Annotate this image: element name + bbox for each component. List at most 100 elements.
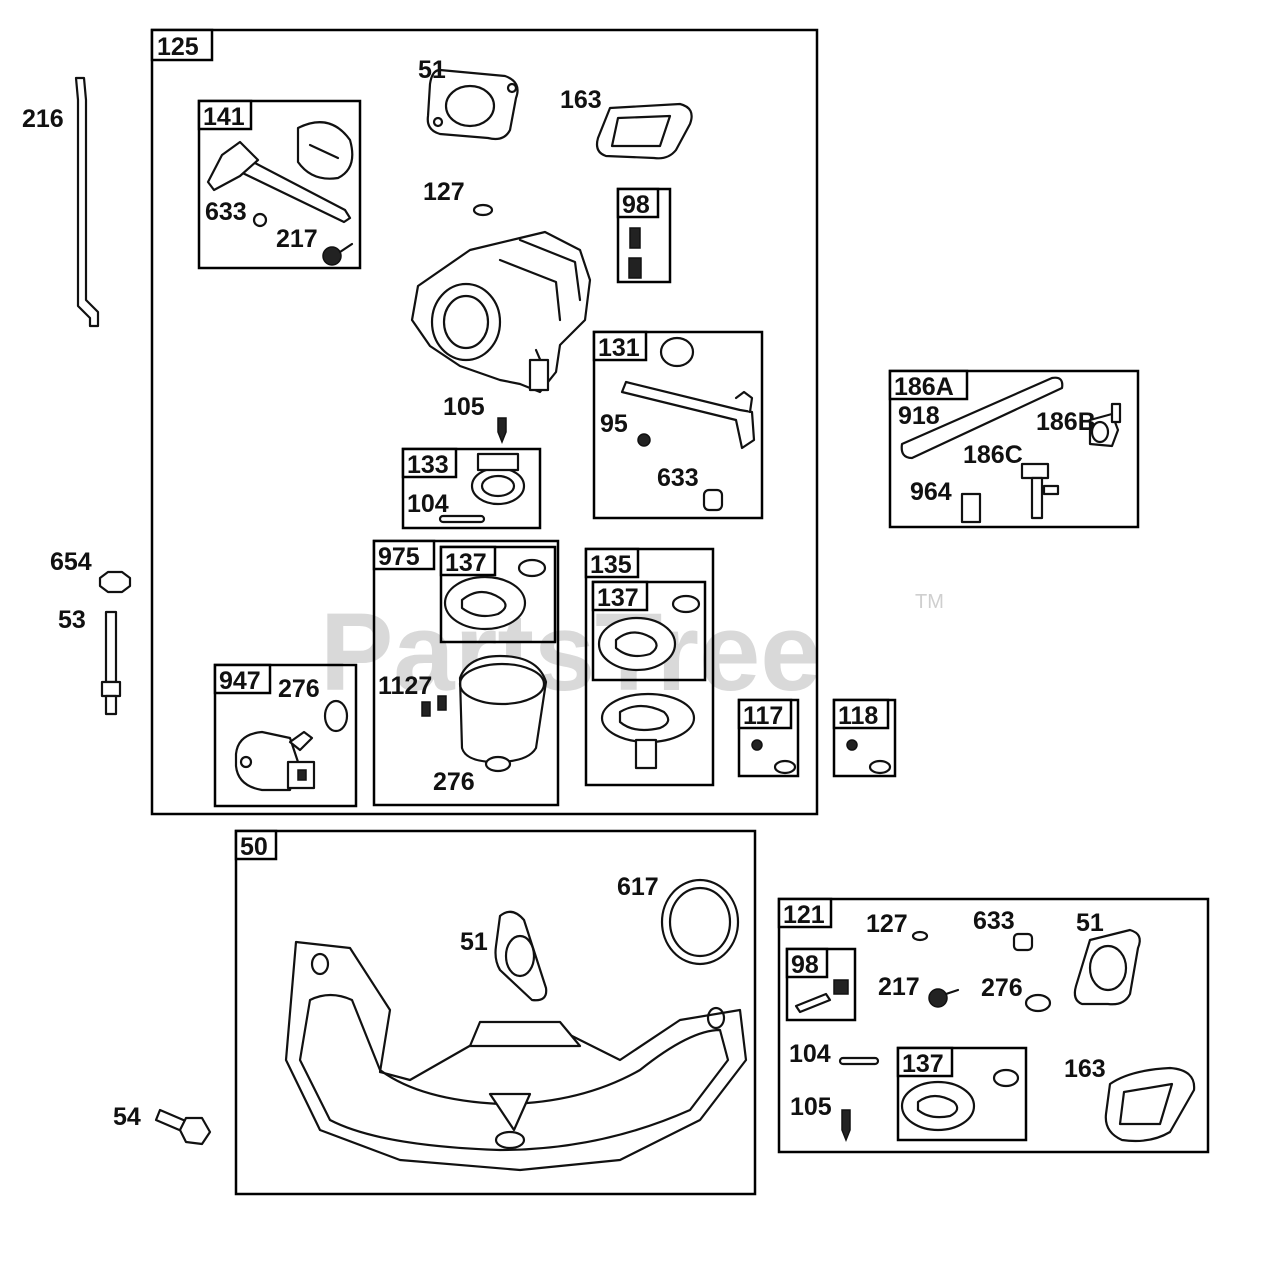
callout-276-c[interactable]: 276 (981, 974, 1023, 1002)
kit-label-117[interactable]: 117 (743, 702, 783, 730)
fuel-valve-186B-part[interactable] (1088, 402, 1122, 448)
callout-1127[interactable]: 1127 (378, 672, 432, 700)
callout-217-a[interactable]: 217 (276, 225, 318, 253)
kit-label-133[interactable]: 133 (407, 451, 449, 479)
callout-51-b[interactable]: 51 (460, 928, 488, 956)
carburetor-body-part[interactable] (410, 230, 592, 394)
kit-label-975[interactable]: 975 (378, 543, 420, 571)
callout-127-a[interactable]: 127 (423, 178, 465, 206)
gasket-137-b-part[interactable] (597, 616, 677, 672)
stud-53-part[interactable] (100, 610, 122, 716)
throttle-shaft-part[interactable] (206, 121, 354, 224)
gasket-163-part[interactable] (595, 102, 693, 160)
choke-shaft-part[interactable] (620, 336, 756, 450)
callout-633-b[interactable]: 633 (657, 464, 699, 492)
callout-633-a[interactable]: 633 (205, 198, 247, 226)
mixture-screw-b-part[interactable] (794, 979, 849, 1014)
kit-label-98-b[interactable]: 98 (791, 951, 819, 979)
callout-105-b[interactable]: 105 (790, 1093, 832, 1121)
callout-51-a[interactable]: 51 (418, 56, 446, 84)
float-bowl-part[interactable] (458, 654, 548, 764)
bushing-633-part[interactable] (702, 488, 724, 512)
callout-53[interactable]: 53 (58, 606, 86, 634)
kit-label-141[interactable]: 141 (203, 103, 245, 131)
washer-276-c-part[interactable] (1024, 993, 1052, 1013)
kit-label-131[interactable]: 131 (598, 334, 640, 362)
callout-918[interactable]: 918 (898, 402, 940, 430)
callout-105-a[interactable]: 105 (443, 393, 485, 421)
bowl-gasket-part[interactable] (443, 575, 527, 631)
kit-label-121[interactable]: 121 (783, 901, 825, 929)
kit-label-186A[interactable]: 186A (894, 373, 954, 401)
float-pin-104-b-part[interactable] (838, 1056, 880, 1066)
inlet-needle-105-part[interactable] (497, 417, 507, 445)
callout-104-a[interactable]: 104 (407, 490, 449, 518)
kit-118-parts[interactable] (846, 739, 892, 775)
throttle-link-rod-part[interactable] (74, 76, 100, 328)
kit-label-135[interactable]: 135 (590, 551, 632, 579)
callout-127-b[interactable]: 127 (866, 910, 908, 938)
callout-186C[interactable]: 186C (963, 441, 1023, 469)
mixture-screw-part[interactable] (628, 227, 642, 279)
callout-163-b[interactable]: 163 (1064, 1055, 1106, 1083)
callout-276-b[interactable]: 276 (433, 768, 475, 796)
gasket-137-c-part[interactable] (900, 1080, 976, 1132)
kit-label-box-121 (777, 897, 833, 929)
kit-label-50[interactable]: 50 (240, 833, 268, 861)
float-pin-104-part[interactable] (438, 514, 486, 524)
bowl-o-ring-part[interactable] (517, 558, 547, 578)
intake-manifold-part[interactable] (284, 940, 748, 1172)
gasket-51-part[interactable] (426, 68, 519, 141)
callout-964[interactable]: 964 (910, 478, 952, 506)
o-ring-127-b-part[interactable] (911, 930, 929, 942)
spring-217-b-part[interactable] (928, 988, 960, 1008)
kit-frame-947 (213, 663, 358, 808)
callout-51-c[interactable]: 51 (1076, 909, 1104, 937)
callout-654[interactable]: 654 (50, 548, 92, 576)
callout-104-b[interactable]: 104 (789, 1040, 831, 1068)
washer-633-part[interactable] (252, 212, 268, 228)
kit-117-parts[interactable] (751, 739, 797, 775)
kit-label-125[interactable]: 125 (157, 33, 199, 61)
watermark-trademark: TM (915, 591, 944, 613)
kit-label-137-b[interactable]: 137 (597, 584, 639, 612)
kit-label-98-a[interactable]: 98 (622, 191, 650, 219)
o-ring-137-b-part[interactable] (671, 594, 701, 614)
bolt-54-part[interactable] (154, 1108, 212, 1146)
kit-label-137-c[interactable]: 137 (902, 1050, 944, 1078)
callout-163-a[interactable]: 163 (560, 86, 602, 114)
callout-216[interactable]: 216 (22, 105, 64, 133)
callout-617[interactable]: 617 (617, 873, 659, 901)
callout-95[interactable]: 95 (600, 410, 628, 438)
spring-217-part[interactable] (322, 242, 354, 266)
bushing-633-c-part[interactable] (1012, 932, 1034, 952)
fuel-line-918-part[interactable] (900, 376, 1064, 460)
callout-217-b[interactable]: 217 (878, 973, 920, 1001)
callout-186B[interactable]: 186B (1036, 408, 1096, 436)
gasket-617-part[interactable] (660, 878, 740, 966)
gasket-163-b-part[interactable] (1104, 1066, 1196, 1143)
callout-276-a[interactable]: 276 (278, 675, 320, 703)
gasket-51-b-part[interactable] (494, 910, 548, 1002)
kit-label-box-98-b (785, 947, 829, 979)
washer-276-a-part[interactable] (323, 699, 349, 733)
float-part[interactable] (470, 452, 526, 506)
o-ring-127-part[interactable] (472, 203, 494, 217)
kit-label-137-a[interactable]: 137 (445, 549, 487, 577)
gasket-51-c-part[interactable] (1073, 928, 1141, 1006)
fitting-186C-part[interactable] (1020, 462, 1060, 520)
callout-54[interactable]: 54 (113, 1103, 141, 1131)
inlet-needle-105-b-part[interactable] (841, 1109, 851, 1143)
kit-label-947[interactable]: 947 (219, 667, 261, 695)
bowl-screw-1127-part[interactable] (421, 695, 447, 717)
o-ring-137-c-part[interactable] (992, 1068, 1020, 1088)
nut-654-part[interactable] (98, 570, 132, 594)
washer-276-b-part[interactable] (484, 755, 512, 773)
kit-label-118[interactable]: 118 (838, 702, 878, 730)
screw-95-part[interactable] (637, 433, 651, 447)
callout-633-c[interactable]: 633 (973, 907, 1015, 935)
kit-frame-131 (592, 330, 764, 520)
fuel-solenoid-part[interactable] (234, 730, 316, 792)
fuel-line-964-part[interactable] (960, 492, 982, 524)
base-plate-part[interactable] (600, 692, 696, 770)
